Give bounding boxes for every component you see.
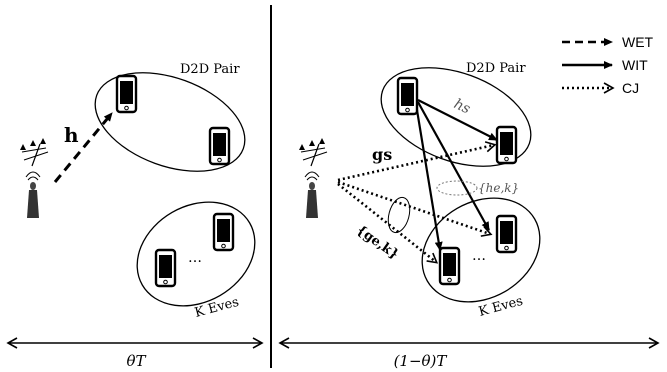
legend-item-cj: CJ [562, 80, 639, 96]
left-panel: h D2D Pair … K Eves θ [6, 62, 264, 370]
channel-hs-label: hs [451, 96, 472, 117]
cj-arrow-to-eve-k [337, 180, 493, 237]
right-eve-phone-1 [438, 246, 461, 286]
channel-gs-label: gs [372, 145, 392, 164]
right-d2d-tx-phone [396, 76, 419, 116]
cj-arrow-to-rx [337, 141, 497, 182]
right-d2d-rx-phone [495, 125, 518, 165]
legend-cj-label: CJ [622, 80, 639, 96]
left-eves-ellipse [136, 201, 256, 307]
legend-item-wet: WET [562, 34, 654, 50]
right-duration-label: (1−θ)T [394, 352, 448, 370]
left-eves-ellipsis: … [188, 250, 202, 266]
legend-wit-label: WIT [622, 57, 648, 73]
legend: WET WIT CJ [562, 34, 654, 96]
wit-arrow-to-rx [417, 99, 498, 141]
right-panel: D2D Pair K Eves … [278, 61, 660, 370]
jammer-station-icon [299, 138, 328, 218]
left-eve-phone-1 [154, 248, 177, 288]
power-station-icon [20, 138, 49, 218]
left-d2d-tx-phone [115, 74, 138, 114]
left-duration-label: θT [126, 352, 146, 370]
cj-arrow-to-eve-1 [337, 182, 439, 264]
hek-channel-ellipse [436, 180, 478, 196]
left-d2d-label: D2D Pair [180, 62, 240, 77]
legend-wet-label: WET [622, 34, 654, 50]
right-eve-phone-k [495, 214, 518, 254]
gek-channel-ellipse [387, 196, 411, 234]
wit-arrow-to-eve-1 [414, 103, 443, 251]
right-d2d-ellipse [380, 67, 532, 167]
wit-arrow-to-eve-k [417, 101, 490, 231]
left-eve-phone-k [212, 212, 235, 252]
right-eves-ellipsis: … [472, 248, 486, 264]
left-d2d-rx-phone [208, 126, 231, 166]
right-eves-ellipse [421, 197, 541, 303]
left-eves-label: K Eves [193, 295, 240, 321]
legend-item-wit: WIT [562, 57, 648, 73]
channel-hek-label: {he,k} [478, 181, 519, 195]
left-d2d-ellipse [94, 72, 246, 172]
right-eves-label: K Eves [477, 294, 524, 320]
channel-h-label: h [64, 123, 79, 147]
right-d2d-label: D2D Pair [466, 61, 526, 76]
